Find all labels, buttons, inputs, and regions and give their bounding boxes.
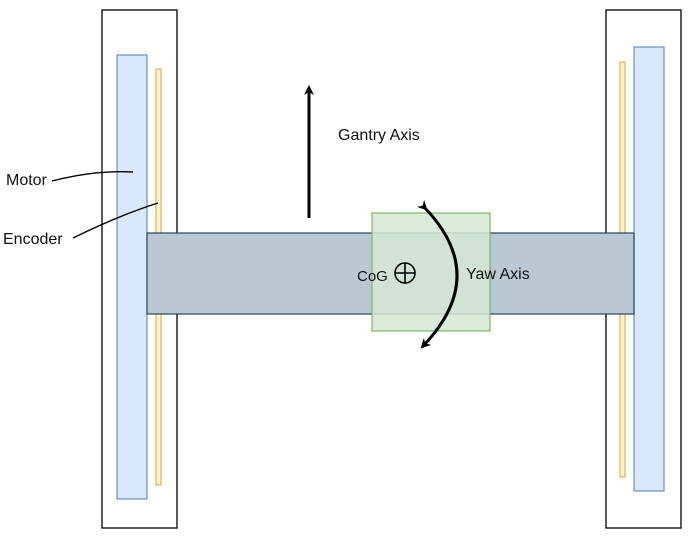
gantry-axis-label: Gantry Axis (338, 127, 420, 144)
cog-label: CoG (357, 268, 388, 285)
motor-callout-line (51, 171, 134, 182)
cog-crosshair-circle-icon (394, 262, 416, 284)
right-motor (633, 46, 665, 492)
encoder-label: Encoder (3, 231, 63, 248)
curved-double-arrow-icon (416, 199, 459, 349)
yaw-axis-label: Yaw Axis (466, 266, 530, 283)
motor-label: Motor (6, 172, 47, 189)
encoder-callout-line (72, 202, 159, 239)
left-motor (116, 54, 148, 500)
